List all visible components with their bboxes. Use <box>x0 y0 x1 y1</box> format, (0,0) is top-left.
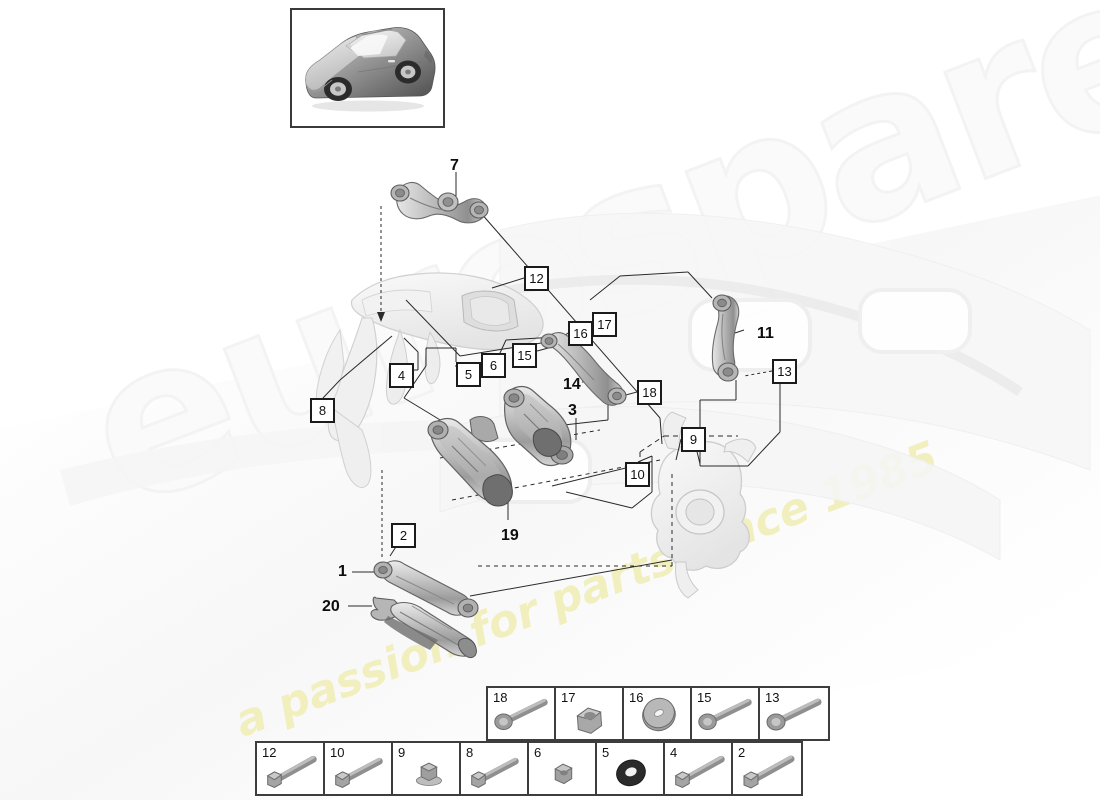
callout-10[interactable]: 10 <box>625 462 650 487</box>
hex-bolt-long-icon <box>334 757 383 788</box>
hex-bolt-long-icon <box>674 755 725 788</box>
flat-washer-icon <box>642 697 676 732</box>
label-14: 14 <box>563 376 581 393</box>
callout-5[interactable]: 5 <box>456 362 481 387</box>
hex-bolt-long-icon <box>742 755 795 789</box>
car-rear-wheel <box>395 60 421 84</box>
legend-number-17: 17 <box>561 690 576 705</box>
legend-cell-8[interactable]: 8 <box>461 743 529 794</box>
callout-17[interactable]: 17 <box>592 312 617 337</box>
callout-4[interactable]: 4 <box>389 363 414 388</box>
legend-number-16: 16 <box>629 690 644 705</box>
part-7-upper-control-arm <box>390 181 489 224</box>
hex-bolt-long-icon <box>470 757 519 788</box>
label-11: 11 <box>757 325 774 342</box>
legend-cell-2[interactable]: 2 <box>733 743 801 794</box>
flange-nut-small-icon <box>554 763 573 785</box>
legend-cell-9[interactable]: 9 <box>393 743 461 794</box>
callout-16[interactable]: 16 <box>568 321 593 346</box>
car-bumper <box>305 79 333 92</box>
legend-number-10: 10 <box>330 745 345 760</box>
label-7: 7 <box>450 157 459 174</box>
car-roof-rail <box>361 28 393 36</box>
legend-cell-6[interactable]: 6 <box>529 743 597 794</box>
legend-number-12: 12 <box>262 745 277 760</box>
legend-number-15: 15 <box>697 690 712 705</box>
label-19: 19 <box>501 527 519 544</box>
callout-12[interactable]: 12 <box>524 266 549 291</box>
callout-2[interactable]: 2 <box>391 523 416 548</box>
legend-cell-17[interactable]: 17 <box>556 688 624 739</box>
legend-number-18: 18 <box>493 690 508 705</box>
part-3-lower-control-arm <box>503 385 574 467</box>
label-20: 20 <box>322 598 340 615</box>
hardware-legend-row-bottom: 12 10 9 <box>255 741 803 796</box>
legend-cell-13[interactable]: 13 <box>760 688 828 739</box>
callout-18[interactable]: 18 <box>637 380 662 405</box>
callout-8[interactable]: 8 <box>310 398 335 423</box>
legend-number-8: 8 <box>466 745 474 760</box>
legend-cell-15[interactable]: 15 <box>692 688 760 739</box>
part-19-lower-control-arm-left <box>427 416 513 507</box>
callout-13[interactable]: 13 <box>772 359 797 384</box>
legend-cell-5[interactable]: 5 <box>597 743 665 794</box>
flange-bolt-long-icon <box>494 698 548 730</box>
car-rear-light <box>424 50 433 64</box>
hex-bolt-long-icon <box>266 755 317 788</box>
label-1: 1 <box>338 563 347 580</box>
legend-number-4: 4 <box>670 745 678 760</box>
legend-cell-10[interactable]: 10 <box>325 743 393 794</box>
flange-nut-icon <box>415 762 442 786</box>
car-mirror <box>347 44 352 48</box>
legend-number-2: 2 <box>738 745 746 760</box>
part-11-rear-upper-link <box>711 294 740 382</box>
legend-number-6: 6 <box>534 745 542 760</box>
callout-9[interactable]: 9 <box>681 427 706 452</box>
part-1-tie-rod-link <box>373 560 479 618</box>
hardware-legend-row-top: 18 17 16 15 <box>486 686 830 741</box>
legend-number-5: 5 <box>602 745 610 760</box>
legend-number-9: 9 <box>398 745 406 760</box>
flange-bolt-long-icon <box>698 698 752 730</box>
ghost-wheel-carrier <box>650 411 757 599</box>
callout-15[interactable]: 15 <box>512 343 537 368</box>
label-3: 3 <box>568 402 577 419</box>
part-20-drop-link <box>370 596 477 659</box>
hex-nut-icon <box>576 707 603 734</box>
car-door-handle <box>388 60 395 63</box>
legend-number-13: 13 <box>765 690 780 705</box>
flange-bolt-long-icon <box>766 698 822 731</box>
car-windshield <box>350 34 388 56</box>
legend-cell-18[interactable]: 18 <box>488 688 556 739</box>
car-front-wheel <box>324 77 352 101</box>
dark-washer-icon <box>616 759 646 787</box>
legend-cell-12[interactable]: 12 <box>257 743 325 794</box>
vehicle-illustration <box>305 27 436 112</box>
vehicle-thumbnail-box <box>290 8 445 128</box>
legend-cell-16[interactable]: 16 <box>624 688 692 739</box>
callout-6[interactable]: 6 <box>481 353 506 378</box>
legend-cell-4[interactable]: 4 <box>665 743 733 794</box>
